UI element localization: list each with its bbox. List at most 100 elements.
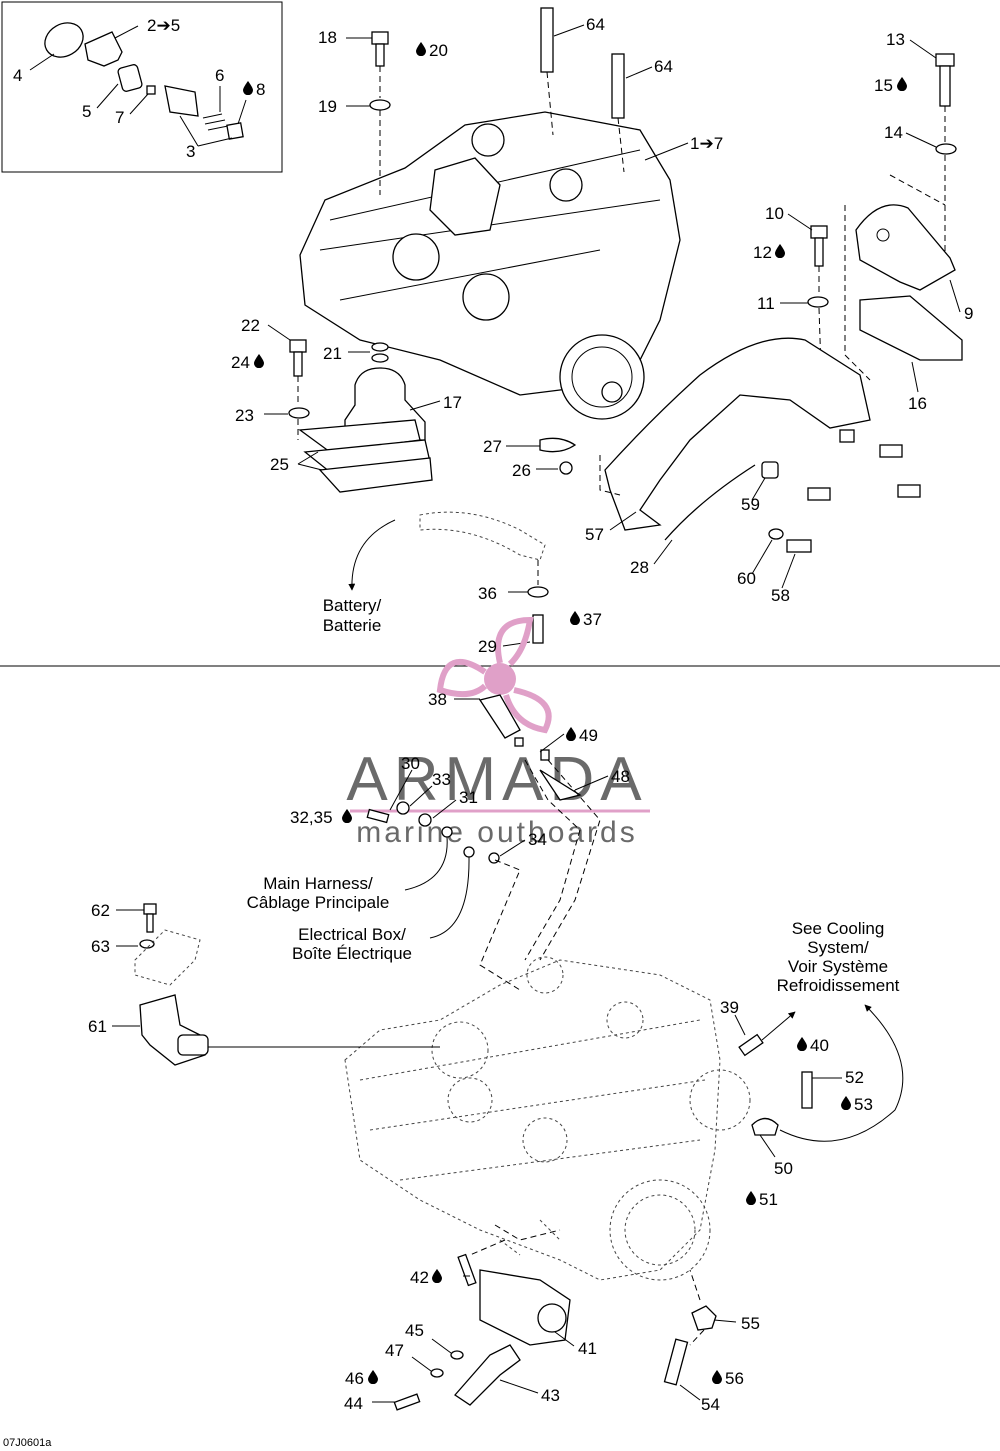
callout-16: 16 xyxy=(908,394,927,413)
engine-top-illustration xyxy=(299,7,689,420)
screw-62 xyxy=(146,913,154,933)
callout-52: 52 xyxy=(845,1068,864,1087)
magneto-cover-top xyxy=(559,334,645,420)
bolt-44 xyxy=(393,1393,421,1411)
callout-3: 3 xyxy=(186,142,195,161)
callout-10: 10 xyxy=(765,204,784,223)
callout-14: 14 xyxy=(884,123,903,142)
note-cooling-line2: System/ xyxy=(807,938,869,957)
liquid-drop-icon xyxy=(775,244,785,258)
drop-note-53: 53 xyxy=(841,1095,873,1114)
terminals-part-6 xyxy=(202,113,229,131)
callout-62: 62 xyxy=(91,901,110,920)
drop-note-51: 51 xyxy=(746,1190,778,1209)
drop-note-15: 15 xyxy=(874,76,907,95)
note-ebox-line1: Electrical Box/ xyxy=(298,925,406,944)
sensor-bracket-group xyxy=(112,903,440,1066)
callout-24: 24 xyxy=(231,353,250,372)
callout-44: 44 xyxy=(344,1394,363,1413)
spacer-59 xyxy=(761,461,779,479)
callout-37: 37 xyxy=(583,610,602,629)
callout-48: 48 xyxy=(611,767,630,786)
washer-47 xyxy=(430,1368,444,1378)
note-cooling-line1: See Cooling xyxy=(792,919,885,938)
drop-note-32-35: 32,35 xyxy=(290,808,352,827)
engine-block-top xyxy=(299,111,681,396)
drop-note-49: 49 xyxy=(566,726,598,745)
seal-part-5 xyxy=(117,64,143,92)
magneto-cover-bottom xyxy=(609,1179,711,1281)
washer-19 xyxy=(369,99,391,111)
washer-63 xyxy=(139,939,155,949)
callout-33: 33 xyxy=(432,770,451,789)
mount-plate-16 xyxy=(859,295,963,361)
intake-manifold-top xyxy=(429,157,501,236)
note-cooling-line3: Voir Système xyxy=(788,957,888,976)
washer-23 xyxy=(288,407,310,419)
liquid-drop-icon xyxy=(432,1269,442,1283)
washer-33 xyxy=(396,801,410,815)
drop-note-8: 8 xyxy=(243,80,265,99)
note-battery-line2: Batterie xyxy=(323,616,382,635)
connector-part-3 xyxy=(164,85,199,117)
inset-detail-box xyxy=(1,1,283,173)
washer-36 xyxy=(527,586,549,598)
callout-43: 43 xyxy=(541,1386,560,1405)
watermark-tagline: marine outboards xyxy=(356,816,637,849)
starter-group xyxy=(372,1224,737,1411)
cover-57 xyxy=(604,337,871,531)
engine-mount-9 xyxy=(855,204,956,291)
callout-1-7: 1➔7 xyxy=(690,134,723,153)
liquid-drop-icon xyxy=(570,611,580,625)
callout-19: 19 xyxy=(318,97,337,116)
drop-note-56: 56 xyxy=(712,1369,744,1388)
drop-note-20: 20 xyxy=(416,41,448,60)
washer-11 xyxy=(807,296,829,308)
washer-45 xyxy=(450,1350,464,1360)
callout-11: 11 xyxy=(757,294,775,313)
pin-part-7 xyxy=(146,85,156,95)
o-ring-part-4 xyxy=(44,22,84,58)
screw-26 xyxy=(559,461,573,475)
diagram-notes: Battery/ Batterie Main Harness/ Câblage … xyxy=(247,596,900,995)
drop-note-42: 42 xyxy=(410,1268,442,1287)
washer-31 xyxy=(418,813,432,827)
callout-42: 42 xyxy=(410,1268,429,1287)
callout-25: 25 xyxy=(270,455,289,474)
liquid-drop-icon xyxy=(243,81,253,95)
screw-30 xyxy=(366,808,390,824)
throttle-body-left xyxy=(392,233,440,281)
callout-50: 50 xyxy=(774,1159,793,1178)
callout-21: 21 xyxy=(323,344,342,363)
drop-note-37: 37 xyxy=(570,610,602,629)
note-ebox-line2: Boîte Électrique xyxy=(292,944,412,963)
bolt-58 xyxy=(786,539,812,553)
note-harness-line1: Main Harness/ xyxy=(263,874,373,893)
inset-frame xyxy=(1,1,283,173)
callout-31: 31 xyxy=(459,788,478,807)
callout-17: 17 xyxy=(443,393,462,412)
engine-bottom-illustration xyxy=(344,956,751,1281)
callout-54: 54 xyxy=(701,1395,720,1414)
callout-15: 15 xyxy=(874,76,893,95)
callout-22: 22 xyxy=(241,316,260,335)
liquid-drop-icon xyxy=(841,1096,851,1110)
electrical-box-wire xyxy=(429,856,470,939)
callout-6: 6 xyxy=(215,66,224,85)
note-battery-line1: Battery/ xyxy=(323,596,382,615)
callout-7: 7 xyxy=(115,108,124,127)
callout-13: 13 xyxy=(886,30,905,49)
main-harness-wire xyxy=(404,836,448,891)
drop-note-46: 46 xyxy=(345,1369,378,1388)
cooling-fittings-group xyxy=(734,1004,904,1158)
callout-49: 49 xyxy=(579,726,598,745)
callout-64b: 64 xyxy=(654,57,673,76)
drop-note-40: 40 xyxy=(797,1036,829,1055)
callout-28: 28 xyxy=(630,558,649,577)
plug-part-8 xyxy=(226,122,244,140)
callout-2-5: 2➔5 xyxy=(147,16,180,35)
callout-38: 38 xyxy=(428,690,447,709)
bolt-13 xyxy=(939,65,951,107)
liquid-drop-icon xyxy=(897,77,907,91)
callout-4: 4 xyxy=(13,66,22,85)
